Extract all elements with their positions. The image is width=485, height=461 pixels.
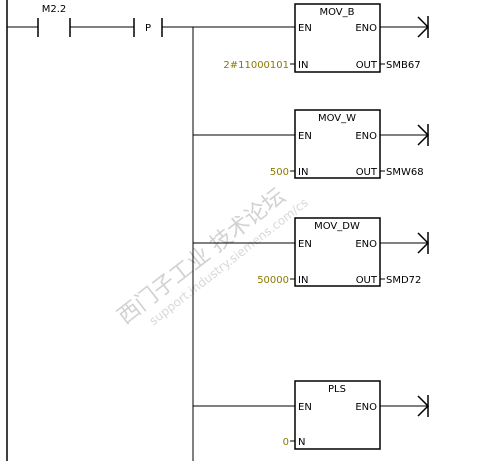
transition-p-label: P	[145, 23, 151, 34]
block-mov-b-in-label: IN	[298, 60, 308, 71]
transition-p[interactable]: P	[133, 18, 163, 37]
block-pls-in-value[interactable]: 0	[283, 437, 289, 448]
block-mov-b-out-label: OUT	[356, 60, 378, 71]
block-mov-w-eno: ENO	[355, 131, 377, 142]
block-mov-dw-en: EN	[298, 239, 312, 250]
block-mov-w-out-label: OUT	[356, 167, 378, 178]
contact-m2-2-label: M2.2	[42, 4, 67, 15]
block-pls-eno: ENO	[355, 402, 377, 413]
block-mov-b-in-value[interactable]: 2#11000101	[223, 60, 289, 71]
block-mov-b[interactable]: MOV_B EN ENO IN OUT 2#11000101 SMB67	[223, 3, 430, 73]
block-mov-dw-in-value[interactable]: 50000	[257, 275, 289, 286]
branch-lines	[193, 134, 295, 407]
block-mov-dw-in-label: IN	[298, 275, 308, 286]
watermark-sub: support.industry.siemens.com/cs	[147, 195, 311, 328]
block-mov-b-eno: ENO	[355, 23, 377, 34]
watermark-main: 西门子工业 技术论坛	[113, 184, 290, 330]
block-mov-b-out-value[interactable]: SMB67	[386, 60, 421, 71]
block-mov-dw-out-value[interactable]: SMD72	[386, 275, 421, 286]
block-mov-w-out-value[interactable]: SMW68	[386, 167, 424, 178]
block-mov-w-in-value[interactable]: 500	[270, 167, 289, 178]
block-pls[interactable]: PLS EN ENO N 0	[283, 380, 430, 450]
block-mov-dw-title: MOV_DW	[314, 221, 360, 232]
block-pls-in-label: N	[298, 437, 305, 448]
block-mov-w-en: EN	[298, 131, 312, 142]
block-mov-w-in-label: IN	[298, 167, 308, 178]
block-pls-en: EN	[298, 402, 312, 413]
watermark: 西门子工业 技术论坛 support.industry.siemens.com/…	[113, 184, 311, 330]
block-pls-title: PLS	[328, 384, 346, 395]
block-mov-w-title: MOV_W	[318, 113, 356, 124]
block-mov-b-title: MOV_B	[319, 7, 354, 18]
block-mov-dw-eno: ENO	[355, 239, 377, 250]
block-mov-b-en: EN	[298, 23, 312, 34]
block-mov-dw-out-label: OUT	[356, 275, 378, 286]
main-rung	[7, 26, 295, 461]
contact-m2-2[interactable]: M2.2	[37, 4, 71, 37]
block-mov-w[interactable]: MOV_W EN ENO IN OUT 500 SMW68	[270, 109, 430, 179]
block-mov-dw[interactable]: MOV_DW EN ENO IN OUT 50000 SMD72	[257, 217, 430, 287]
